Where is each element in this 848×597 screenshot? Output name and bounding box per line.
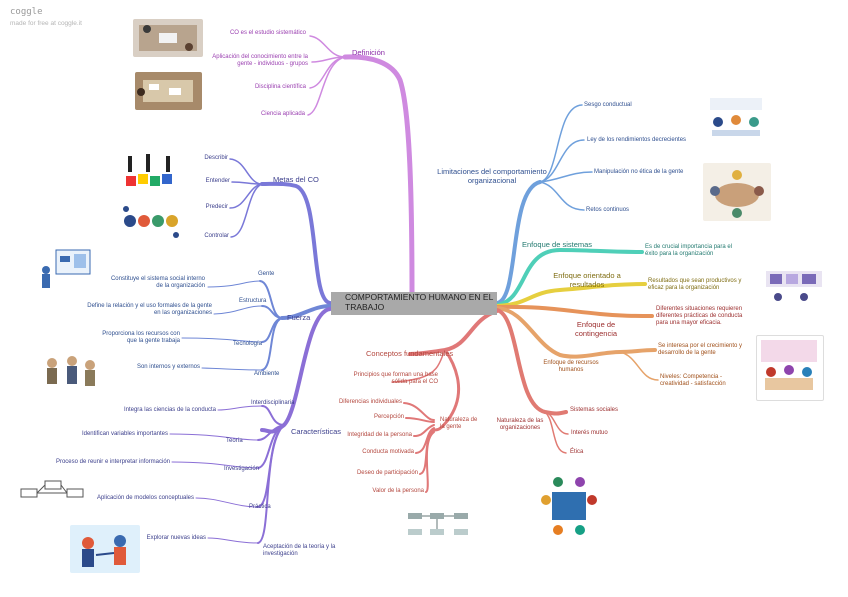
naturaleza-gente-item[interactable]: Deseo de participación [356,470,418,476]
limitaciones-item[interactable]: Ley de los rendimientos decrecientes [587,137,687,143]
metas-item[interactable]: Describir [204,155,228,161]
team-meeting-topview-image [534,470,604,540]
recursos-item[interactable]: Se interesa por el crecimiento y desarro… [658,343,743,356]
conceptos-principios[interactable]: Principios que forman una base sólida pa… [353,372,438,385]
caracteristicas-sub[interactable]: Investigación [224,466,260,472]
caracteristicas-detail[interactable]: Aplicación de modelos conceptuales [96,495,194,501]
org-chart-image [404,509,472,541]
branch-naturaleza-org[interactable]: Naturaleza de las organizaciones [496,418,544,431]
presentation-board-image [32,246,100,292]
naturaleza-gente[interactable]: Naturaleza de la gente [440,417,478,430]
fuerza-detail[interactable]: Define la relación y el uso formales de … [87,303,212,316]
people-icons-image [116,201,186,241]
coggle-tagline[interactable]: made for free at coggle.it [10,20,82,27]
caracteristicas-sub[interactable]: Práctica [249,504,271,510]
fuerza-sub[interactable]: Estructura [239,298,267,304]
meeting-table-image [703,163,771,221]
metas-item[interactable]: Predecir [205,204,228,210]
limitaciones-item[interactable]: Retos continuos [586,207,630,213]
fuerza-detail[interactable]: Son internos y externos [136,364,200,370]
metas-item[interactable]: Entender [205,178,230,184]
definicion-item[interactable]: Disciplina científica [254,84,306,90]
caracteristicas-sub[interactable]: Interdisciplinaria [251,400,295,406]
branch-metas[interactable]: Metas del CO [273,175,319,184]
naturaleza-gente-item[interactable]: Integridad de la persona [347,432,412,438]
caracteristicas-detail[interactable]: Integra las ciencias de la conducta [123,407,216,413]
fuerza-sub[interactable]: Gente [258,271,275,277]
naturaleza-org-item[interactable]: Interés mutuo [571,430,608,436]
group-celebration-image [756,335,824,401]
fuerza-detail[interactable]: Constituye el sistema social interno de … [110,276,205,289]
coggle-logo[interactable]: coggle [10,7,43,17]
definicion-item[interactable]: CO es el estudio sistemático [229,30,306,36]
fuerza-detail[interactable]: Proporciona los recursos con que la gent… [102,331,180,344]
team-work-image [702,92,770,144]
caracteristicas-detail[interactable]: Explorar nuevas ideas [146,535,206,541]
business-team-image [38,349,104,393]
branch-caracteristicas[interactable]: Características [291,427,342,436]
limitaciones-item[interactable]: Manipulación no ética de la gente [594,169,684,175]
naturaleza-gente-item[interactable]: Percepción [373,414,404,420]
puzzle-people-image [116,150,184,196]
naturaleza-org-item[interactable]: Sistemas sociales [570,407,619,413]
meeting-photo-image [133,19,203,57]
branch-sistemas[interactable]: Enfoque de sistemas [522,240,593,249]
metas-item[interactable]: Controlar [204,233,229,239]
definicion-item[interactable]: Aplicación del conocimiento entre la gen… [212,54,308,67]
caracteristicas-sub[interactable]: Teoría [226,438,243,444]
flow-diagram-image [17,477,87,505]
branch-definicion[interactable]: Definición [352,48,385,57]
team-table-photo-image [135,72,202,110]
caracteristicas-detail[interactable]: Identifican variables importantes [81,431,168,437]
naturaleza-gente-item[interactable]: Diferencias individuales [338,399,402,405]
branch-recursos[interactable]: Enfoque de recursos humanos [543,360,599,373]
contingencia-detail[interactable]: Diferentes situaciones requieren diferen… [656,306,743,326]
central-topic[interactable]: COMPORTAMIENTO HUMANO EN EL TRABAJO [331,292,497,315]
naturaleza-gente-item[interactable]: Valor de la persona [372,488,424,494]
fuerza-sub[interactable]: Tecnología [233,341,263,347]
fuerza-sub[interactable]: Ambiente [254,371,280,377]
definicion-item[interactable]: Ciencia aplicada [260,111,305,117]
branch-conceptos[interactable]: Conceptos fundamentales [366,349,454,358]
orientado-detail[interactable]: Resultados que sean productivos y eficaz… [648,278,742,291]
branch-fuerza[interactable]: Fuerza [287,313,311,322]
branch-contingencia[interactable]: Enfoque de contingencia [574,320,618,338]
collaboration-image [70,525,140,573]
branch-orientado[interactable]: Enfoque orientado a resultados [553,271,621,289]
sistemas-detail[interactable]: Es de crucial importancia para el éxito … [645,244,733,257]
naturaleza-org-item[interactable]: Ética [570,449,584,455]
limitaciones-item[interactable]: Sesgo conductual [584,102,632,108]
naturaleza-gente-item[interactable]: Conducta motivada [362,449,414,455]
caracteristicas-sub[interactable]: Aceptación de la teoría y la investigaci… [263,544,336,557]
recursos-item[interactable]: Niveles: Competencia - creatividad - sat… [660,374,726,387]
office-scene-image [760,265,828,311]
branch-limitaciones[interactable]: Limitaciones del comportamiento organiza… [437,167,547,185]
caracteristicas-detail[interactable]: Proceso de reunir e interpretar informac… [55,459,170,465]
